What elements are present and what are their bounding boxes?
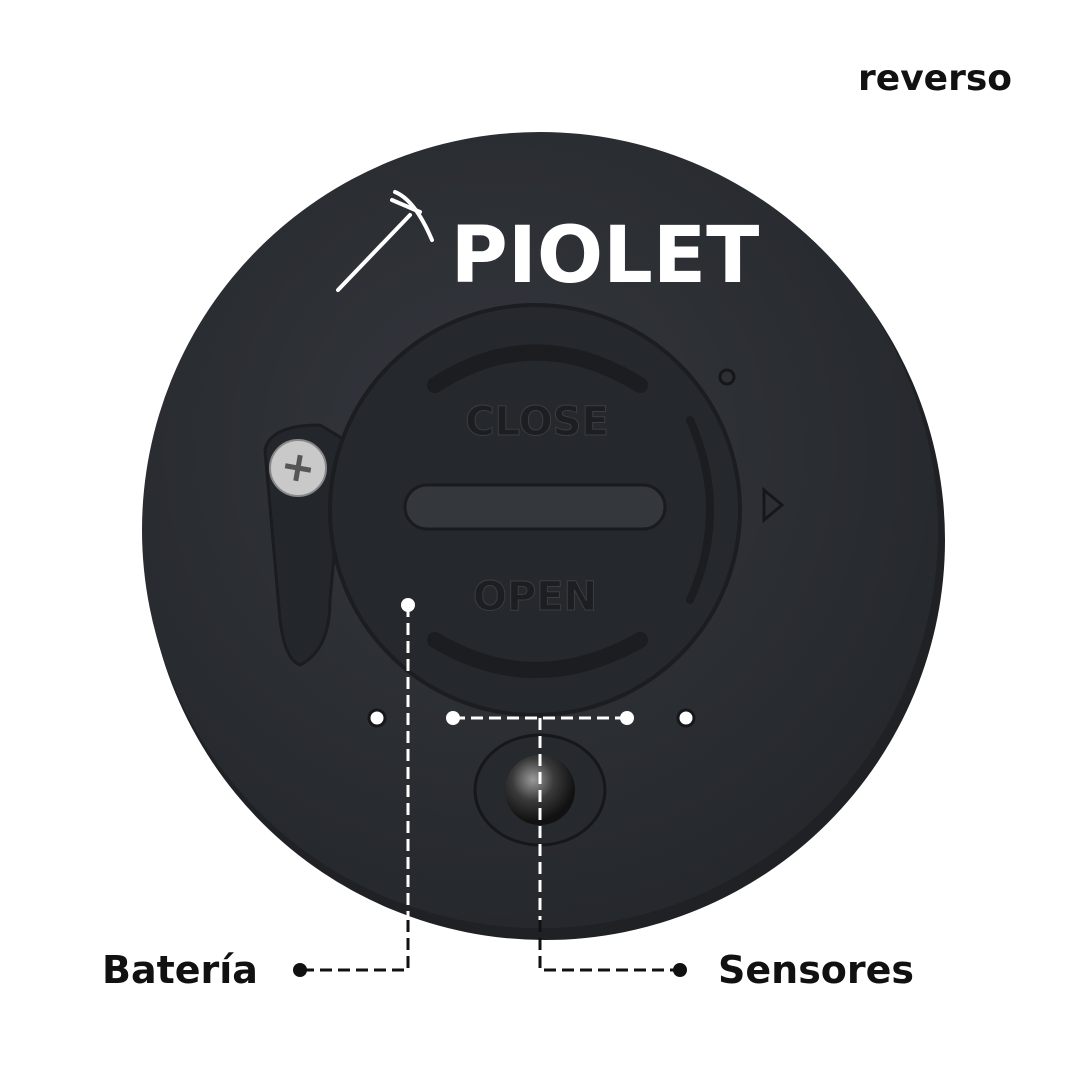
ice-axe-logo-icon [336, 190, 434, 292]
cover-slot[interactable] [403, 483, 667, 531]
sensors-label: Sensores [718, 948, 915, 992]
battery-callout-line [293, 598, 415, 977]
battery-label: Batería [102, 948, 258, 992]
variant-label: reverso [858, 58, 1012, 99]
cover-close-label: CLOSE [465, 399, 609, 445]
arrow-indicator-icon [762, 486, 785, 524]
sensors-callout-line [446, 711, 687, 977]
cover-open-label: OPEN [473, 574, 597, 620]
brand-logo: PIOLET [451, 211, 760, 301]
